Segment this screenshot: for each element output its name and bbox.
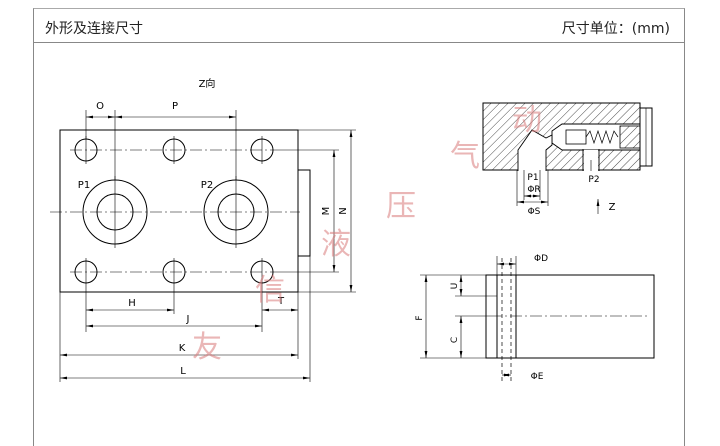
- mounting-hole: [250, 138, 274, 162]
- view-direction-label: Z向: [199, 77, 216, 90]
- poppet: [565, 129, 587, 145]
- mounting-hole: [162, 138, 186, 162]
- section-title: 外形及连接尺寸: [45, 21, 143, 37]
- dia-label-e: ΦE: [531, 372, 544, 382]
- side-body-outline: [485, 274, 655, 359]
- mounting-hole: [162, 260, 186, 284]
- front-view: Z向 O P P1 P2 H T J K L M N: [50, 77, 356, 382]
- content-frame: 外形及连接尺寸 尺寸单位：(mm): [33, 8, 685, 446]
- dim-label-c: C: [450, 337, 460, 343]
- watermark-char: 友: [192, 330, 222, 365]
- watermark-char: 信: [255, 273, 285, 308]
- dia-label-s: ΦS: [528, 207, 541, 217]
- body-step: [297, 169, 311, 257]
- dim-label-l: L: [180, 366, 186, 377]
- p2-port-channel: [582, 149, 600, 171]
- dim-label-t: T: [277, 296, 285, 307]
- watermark-char: 气: [450, 139, 480, 174]
- dim-label-m: M: [321, 207, 332, 216]
- watermark-char: 液: [321, 227, 351, 262]
- watermark: 友 信 液 压 气 动: [192, 103, 542, 365]
- extension-lines: [59, 110, 356, 382]
- p1-port-mouth: [519, 165, 545, 171]
- front-view-labels: Z向 O P P1 P2 H T J K L M N: [78, 77, 349, 377]
- watermark-char: 压: [386, 189, 416, 224]
- p1-port-channel: [517, 129, 553, 171]
- watermark-char: 动: [512, 103, 542, 138]
- section-port-label-p1: P1: [527, 173, 538, 183]
- section-header: 外形及连接尺寸 尺寸单位：(mm): [34, 9, 684, 43]
- dia-label-d: ΦD: [534, 254, 548, 264]
- section-view: P1 ΦR P2 ΦS Z: [482, 102, 653, 217]
- port-p2-inner: [217, 193, 255, 231]
- side-view: ΦD ΦE U F C: [415, 254, 655, 384]
- dim-label-k: K: [179, 343, 186, 354]
- dim-label-n: N: [338, 207, 349, 214]
- dia-label-r: ΦR: [527, 185, 540, 195]
- dim-label-j: J: [186, 314, 190, 325]
- port-label-p2: P2: [201, 180, 213, 191]
- mounting-holes: [74, 138, 274, 284]
- direction-label-z: Z: [609, 202, 616, 213]
- port-p1-inner: [96, 193, 134, 231]
- section-port-label-p2: P2: [588, 175, 599, 185]
- dim-label-u: U: [450, 283, 460, 290]
- port-label-p1: P1: [78, 180, 90, 191]
- spring: [585, 129, 619, 145]
- unit-note: 尺寸单位：(mm): [561, 21, 670, 37]
- dim-label-p: P: [172, 101, 178, 112]
- dimension-lines: [60, 115, 353, 380]
- dim-label-h: H: [128, 298, 136, 309]
- dim-label-f: F: [415, 315, 425, 320]
- dim-label-o: O: [96, 101, 104, 112]
- plug: [619, 125, 641, 149]
- center-lines: [50, 136, 300, 286]
